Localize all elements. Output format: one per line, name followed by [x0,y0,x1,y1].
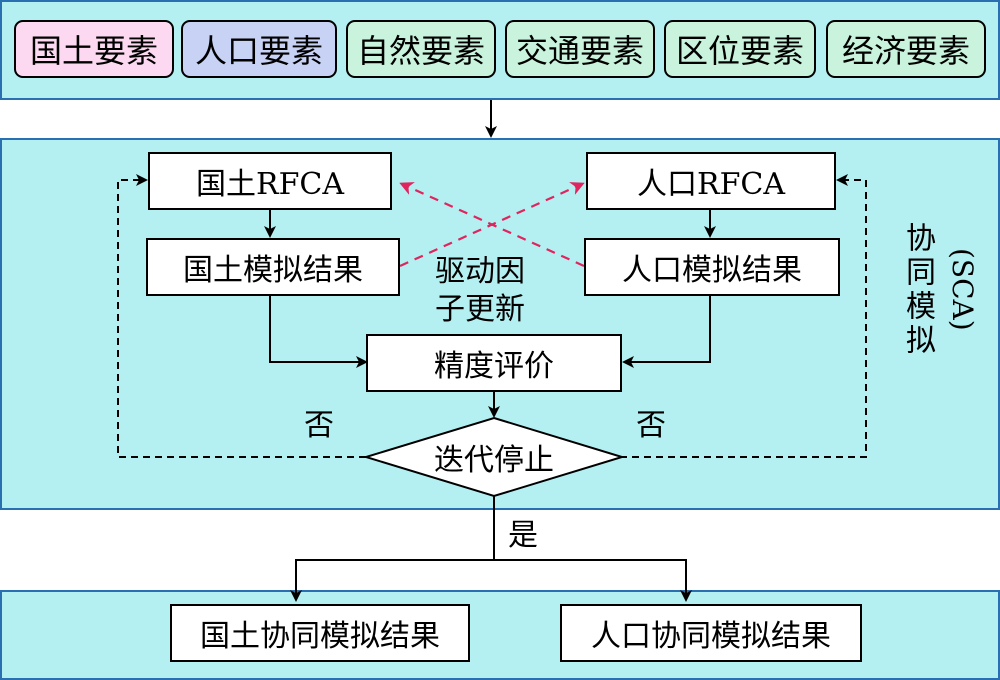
arrow-yes-to-land-output [290,559,494,602]
driver-update-label-1: 驱动因 [435,254,525,289]
factor-land: 国土要素 [14,20,174,78]
land-output-box: 国土协同模拟结果 [170,604,470,662]
driver-update-label-2: 子更新 [435,292,525,327]
arrow-land-result-to-accuracy [269,294,368,368]
no-label-right: 否 [636,408,666,443]
yes-label: 是 [508,518,538,553]
land-result-box: 国土模拟结果 [146,238,400,296]
pop-output-box: 人口协同模拟结果 [560,604,862,662]
sca-side-abbr: (SCA) [946,248,979,331]
stop-label: 迭代停止 [434,443,554,478]
arrow-feedback-left [117,174,366,458]
arrow-cross-to-land-rfca [399,182,585,268]
arrow-pop-result-to-accuracy [622,294,711,368]
factor-economy: 经济要素 [826,20,986,78]
pop-result-box: 人口模拟结果 [584,238,840,296]
factor-location: 区位要素 [664,20,816,78]
land-rfca-box: 国土RFCA [148,152,392,210]
accuracy-box: 精度评价 [366,334,622,392]
factor-transport: 交通要素 [505,20,655,78]
sca-side-label: 协同模拟 [900,222,935,358]
arrow-yes-to-pop-output [494,559,692,602]
arrow-feedback-right [620,174,867,458]
pop-rfca-box: 人口RFCA [586,152,836,210]
factor-population: 人口要素 [181,20,337,78]
no-label-left: 否 [304,408,334,443]
factor-natural: 自然要素 [346,20,496,78]
